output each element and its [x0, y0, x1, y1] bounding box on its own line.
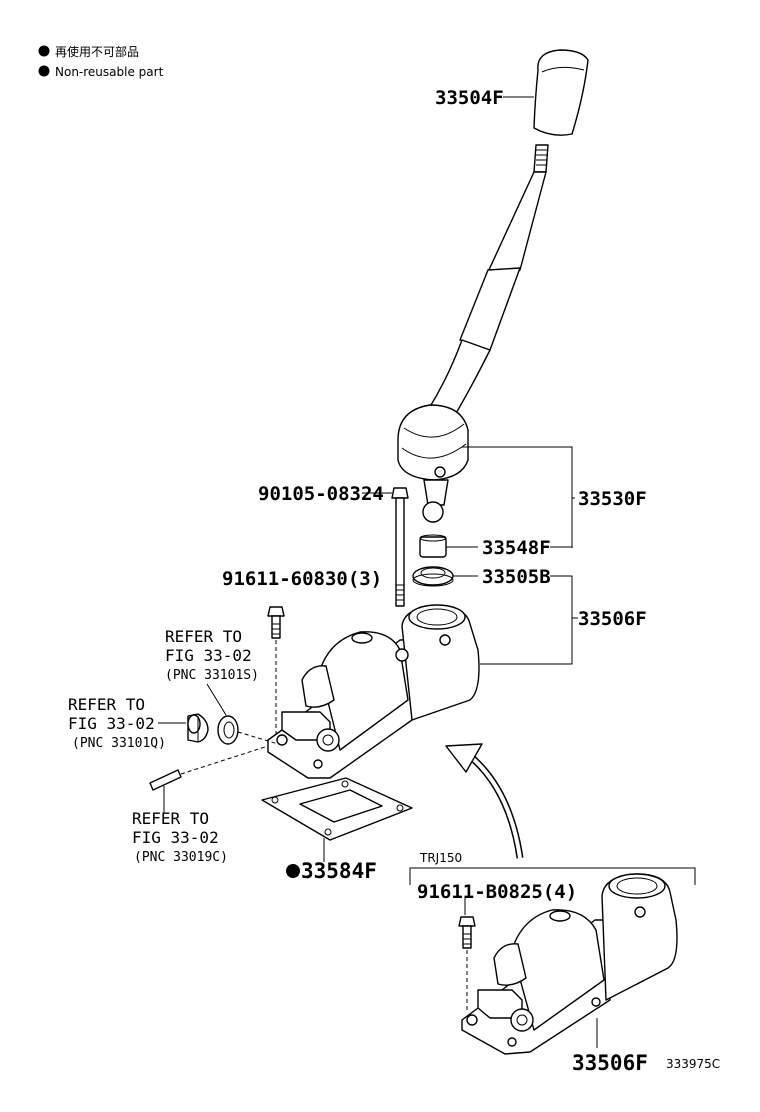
long-bolt-drawing [391, 487, 409, 607]
plug-drawing [187, 713, 209, 743]
svg-text:FIG 33-02: FIG 33-02 [165, 646, 252, 665]
svg-text:FIG 33-02: FIG 33-02 [132, 828, 219, 847]
reference-pnc-33019c: REFER TO FIG 33-02 (PNC 33019C) [132, 809, 228, 865]
part-housing[interactable]: 33506F [578, 608, 647, 630]
trj-bolt-drawing [458, 916, 476, 949]
svg-text:REFER TO: REFER TO [68, 695, 145, 714]
non-reusable-bullet-icon [38, 45, 50, 57]
svg-text:(PNC 33101S): (PNC 33101S) [165, 668, 259, 683]
svg-text:(PNC 33101Q): (PNC 33101Q) [72, 736, 166, 751]
non-reusable-bullet-icon [38, 65, 50, 77]
part-bolt-long[interactable]: 90105-08324 [258, 483, 384, 505]
part-bushing[interactable]: 33548F [482, 537, 551, 559]
part-lever[interactable]: 33530F [578, 488, 647, 510]
shift-lever-drawing [397, 144, 549, 523]
pin-drawing [149, 769, 182, 791]
svg-text:REFER TO: REFER TO [132, 809, 209, 828]
diagram-id: 333975C [666, 1057, 720, 1071]
legend-en: Non-reusable part [55, 65, 164, 79]
svg-text:REFER TO: REFER TO [165, 627, 242, 646]
svg-text:(PNC 33019C): (PNC 33019C) [134, 850, 228, 865]
non-reusable-bullet-icon [286, 864, 300, 878]
svg-text:FIG 33-02: FIG 33-02 [68, 714, 155, 733]
gasket-drawing [261, 777, 413, 841]
reference-pnc-33101s: REFER TO FIG 33-02 (PNC 33101S) [165, 627, 259, 683]
bracket-housing [480, 575, 573, 665]
small-bolt-drawing [267, 606, 285, 639]
part-knob[interactable]: 33504F [435, 87, 504, 109]
legend: 再使用不可部品 Non-reusable part [38, 44, 164, 79]
shift-knob-drawing [533, 49, 589, 136]
housing-drawing [267, 604, 480, 779]
arrow-icon [445, 743, 483, 773]
legend-ja: 再使用不可部品 [55, 44, 139, 59]
part-gasket[interactable]: 33584F [301, 859, 377, 883]
part-bolt-small[interactable]: 91611-60830(3) [222, 568, 382, 590]
reference-pnc-33101q: REFER TO FIG 33-02 (PNC 33101Q) [68, 695, 166, 751]
part-seal[interactable]: 33505B [482, 566, 551, 588]
bracket-lever [462, 446, 573, 548]
washer-drawing [217, 715, 239, 745]
part-housing-trj[interactable]: 33506F [572, 1051, 648, 1075]
variant-label: TRJ150 [419, 851, 462, 865]
trj-housing-drawing [461, 873, 678, 1055]
bushing-drawing [419, 534, 447, 558]
part-bolt-trj[interactable]: 91611-B0825(4) [417, 881, 577, 903]
seal-drawing [412, 566, 454, 587]
variant-bracket [409, 867, 696, 885]
